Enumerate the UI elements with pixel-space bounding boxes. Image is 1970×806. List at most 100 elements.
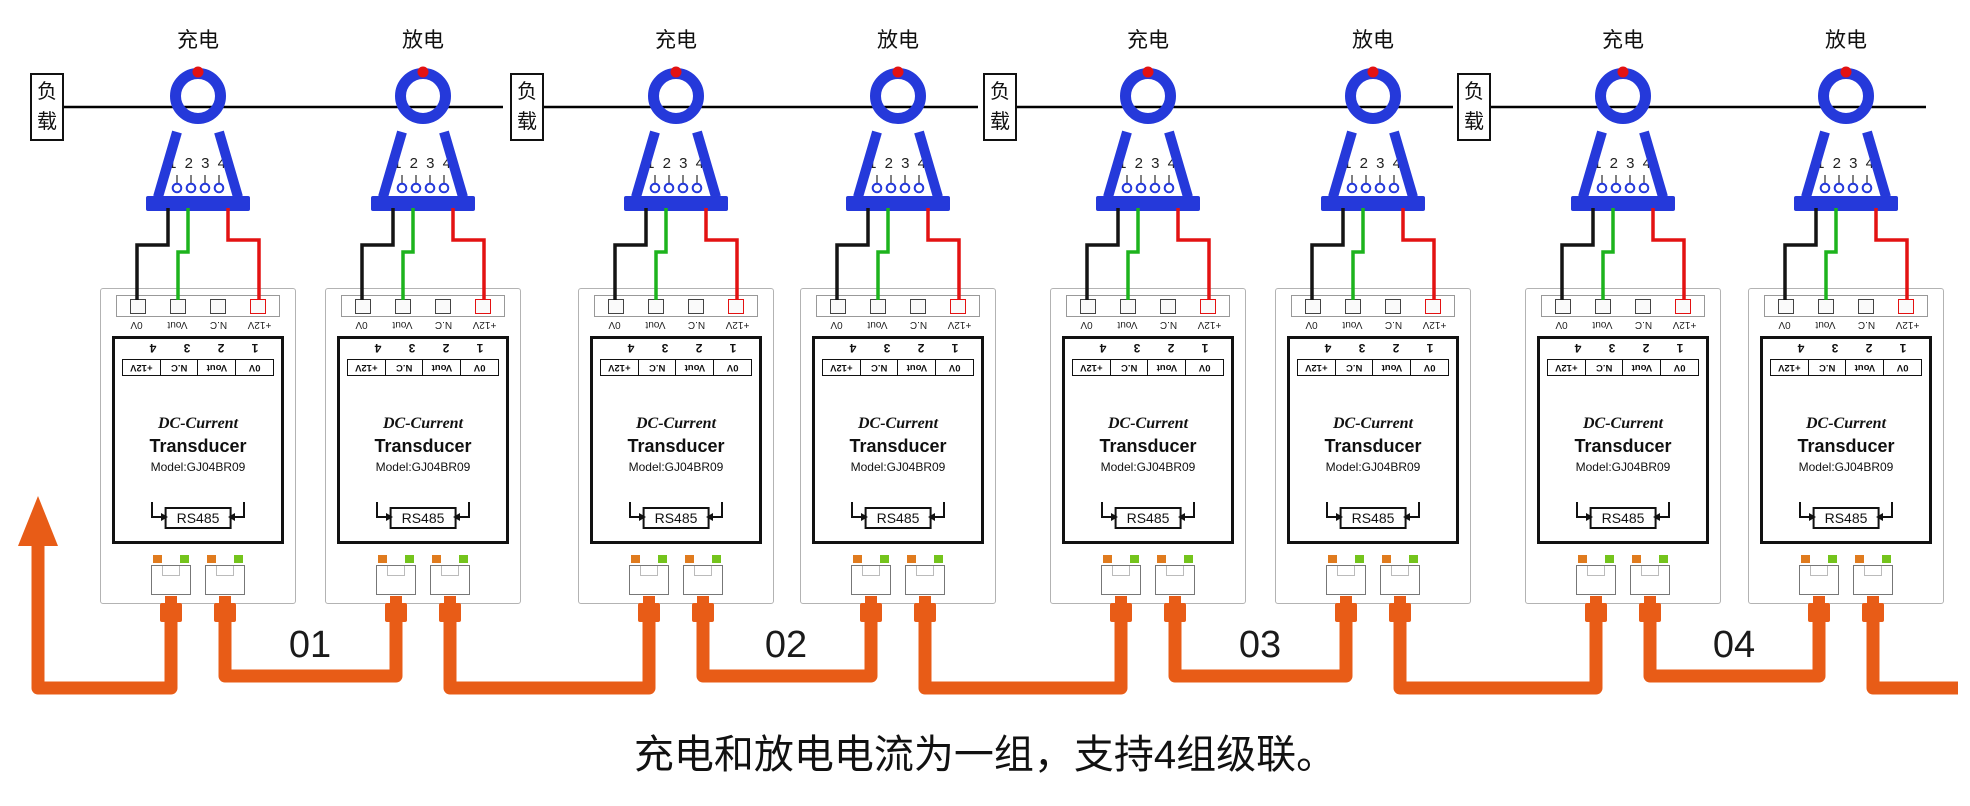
port-leds <box>629 555 669 563</box>
terminal-label: N.C <box>909 319 928 330</box>
terminal-label: Vout <box>1342 319 1363 330</box>
orange-led-icon <box>1382 555 1391 563</box>
module-title-line1: DC-Current <box>857 415 939 432</box>
terminal-label: +12V <box>1672 319 1697 330</box>
module-title-line1: DC-Current <box>1582 415 1664 432</box>
orange-led-icon <box>685 555 694 563</box>
connector-bar <box>1794 196 1898 211</box>
terminal-hole <box>648 298 664 314</box>
terminal-label: Vout <box>1815 319 1836 330</box>
module-title-line1: DC-Current <box>157 415 239 432</box>
terminal-label: N.C <box>1634 319 1653 330</box>
rj45-jack <box>1326 565 1366 595</box>
rj45-jack <box>1576 565 1616 595</box>
module-terminal-label: N.C <box>1585 360 1624 375</box>
module-terminal-label: +12V <box>123 360 161 375</box>
terminal-label: N.C <box>209 319 228 330</box>
orange-led-icon <box>631 555 640 563</box>
port-leds <box>1326 555 1366 563</box>
module-title-line2: Transducer <box>1099 436 1197 456</box>
terminal-label: +12V <box>247 319 272 330</box>
module-terminal-label: N.C <box>160 360 199 375</box>
module-terminal-label: +12V <box>1298 360 1336 375</box>
terminal-label: N.C <box>1857 319 1876 330</box>
terminal-hole <box>1305 298 1321 314</box>
terminal-hole <box>1635 298 1651 314</box>
module-terminal-label: 0V <box>726 362 739 373</box>
port-leds <box>1155 555 1195 563</box>
ports <box>851 555 945 595</box>
terminal-hole-12v <box>728 298 744 314</box>
module-terminal-label: +12V <box>348 360 386 375</box>
terminal-label: 0V <box>1305 319 1318 330</box>
current-transformer-ring <box>1345 68 1401 124</box>
load-box-2: 负载 <box>510 73 544 141</box>
connector-bar <box>1321 196 1425 211</box>
module-pin-numbers: 1 2 3 4 <box>1312 341 1434 355</box>
ct-label: 充电 <box>177 29 219 52</box>
port-left <box>851 555 891 595</box>
terminal-label: Vout <box>645 319 666 330</box>
connector-bar <box>371 196 475 211</box>
module-terminal-label: +12V <box>1548 360 1586 375</box>
rj45-jack <box>1101 565 1141 595</box>
group-number-02: 02 <box>764 624 808 666</box>
module-terminal-label: 0V <box>1673 362 1686 373</box>
green-led-icon <box>1130 555 1139 563</box>
terminal-hole <box>608 298 624 314</box>
ports <box>376 555 470 595</box>
green-led-icon <box>405 555 414 563</box>
port-right <box>905 555 945 595</box>
terminal-label: +12V <box>725 319 750 330</box>
module-model: Model:GJ04BR09 <box>1798 460 1894 474</box>
pin-numbers: 1 2 3 4 <box>1816 155 1876 172</box>
module-model: Model:GJ04BR09 <box>628 460 724 474</box>
green-led-icon <box>180 555 189 563</box>
current-transformer-ring <box>648 68 704 124</box>
green-led-icon <box>1828 555 1837 563</box>
rj45-jack <box>905 565 945 595</box>
terminal-hole-12v <box>250 298 266 314</box>
port-leds <box>430 555 470 563</box>
orange-led-icon <box>378 555 387 563</box>
terminal-label: Vout <box>1592 319 1613 330</box>
green-led-icon <box>658 555 667 563</box>
green-led-icon <box>234 555 243 563</box>
module-title-line2: Transducer <box>1324 436 1422 456</box>
port-left <box>1101 555 1141 595</box>
green-led-icon <box>1605 555 1614 563</box>
terminal-label: N.C <box>434 319 453 330</box>
connector-bar <box>846 196 950 211</box>
port-leds <box>1630 555 1670 563</box>
load-box-3: 负载 <box>983 73 1017 141</box>
module-terminal-label: Vout <box>423 360 462 375</box>
port-right <box>1155 555 1195 595</box>
rj45-jack <box>851 565 891 595</box>
terminal-hole <box>1080 298 1096 314</box>
terminal-hole <box>1818 298 1834 314</box>
rj45-jack <box>1853 565 1893 595</box>
green-led-icon <box>934 555 943 563</box>
terminal-hole <box>830 298 846 314</box>
terminal-label: 0V <box>1778 319 1791 330</box>
rs485-label: RS485 <box>389 507 457 529</box>
orange-led-icon <box>153 555 162 563</box>
ct-label: 放电 <box>877 29 919 52</box>
orange-led-icon <box>1157 555 1166 563</box>
terminal-strip <box>816 295 980 317</box>
port-left <box>1576 555 1616 595</box>
terminal-label: 0V <box>1080 319 1093 330</box>
